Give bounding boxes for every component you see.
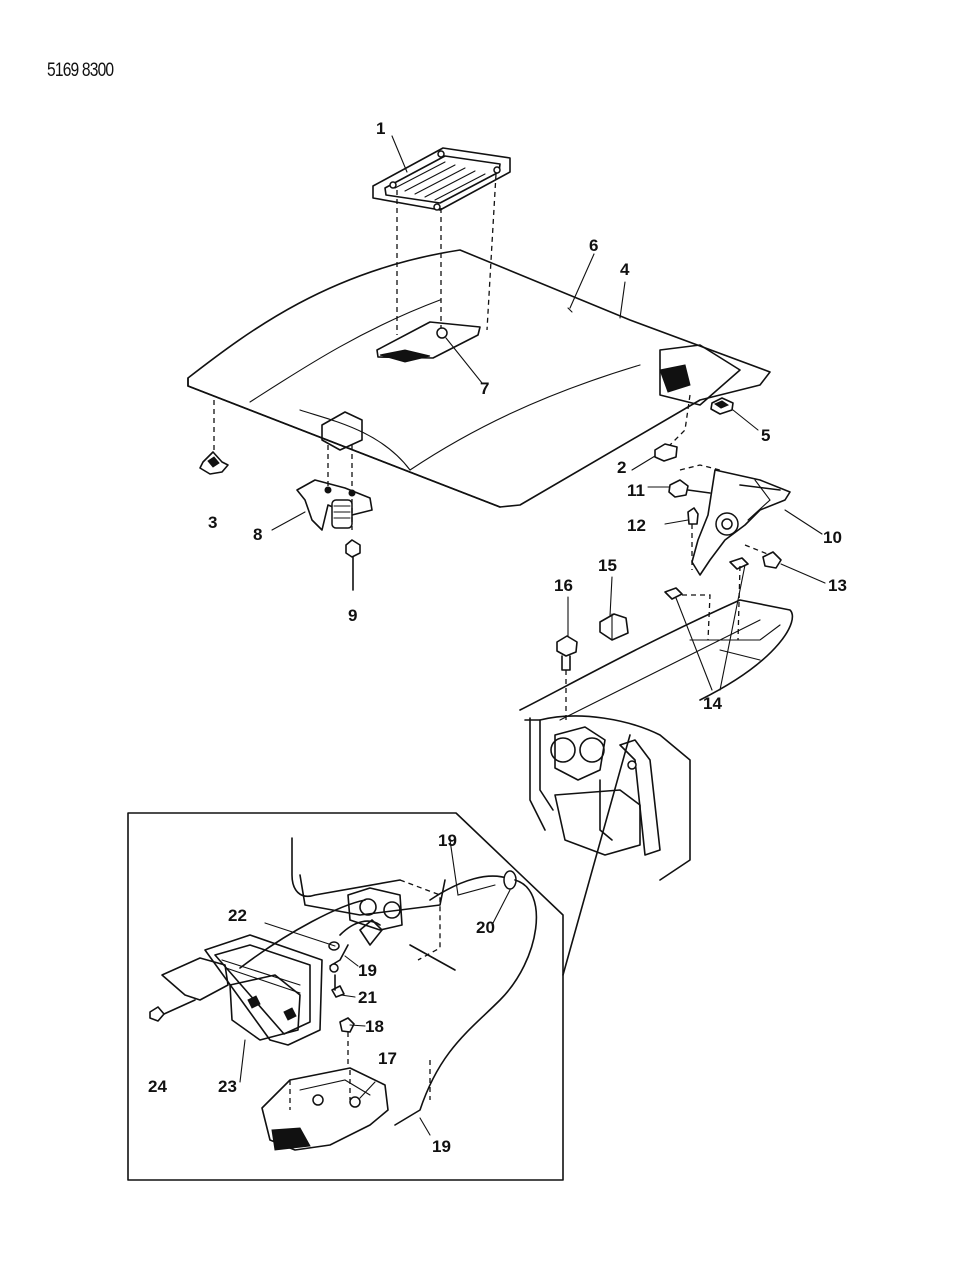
lever-plate: [261, 1067, 389, 1151]
hood-panel: [187, 249, 771, 508]
callout-12: 12: [627, 516, 646, 535]
leader-lines: [239, 135, 826, 1136]
callout-8: 8: [253, 525, 262, 544]
hood-scoop-grille: [372, 147, 511, 211]
fastener: [556, 635, 578, 722]
callout-13: 13: [828, 576, 847, 595]
callout-6: 6: [589, 236, 598, 255]
callout-7: 7: [480, 379, 489, 398]
callout-18: 18: [365, 1017, 384, 1036]
callout-11: 11: [627, 481, 645, 500]
release-screw: [149, 999, 196, 1022]
callout-15: 15: [598, 556, 617, 575]
hood-hinge: [296, 411, 373, 531]
clip: [654, 443, 678, 462]
callout-3: 3: [208, 513, 217, 532]
lever-screw: [339, 1017, 355, 1065]
callout-23: 23: [218, 1077, 237, 1096]
callout-24: 24: [148, 1077, 167, 1096]
callout-16: 16: [554, 576, 573, 595]
insulator: [599, 613, 629, 641]
callout-22: 22: [228, 906, 247, 925]
dash-panel: [291, 837, 456, 971]
callout-17: 17: [378, 1049, 397, 1068]
callout-19-top: 19: [438, 831, 457, 850]
bolt-line: [679, 464, 721, 471]
callout-20: 20: [476, 918, 495, 937]
callout-labels: 1 2 3 4 5 6 7 8 9 10 11 12 13 14 15 16 1…: [148, 119, 847, 1156]
rivet: [331, 974, 345, 998]
cable-end: [339, 920, 381, 936]
spring-clip: [762, 551, 782, 569]
latch-stud: [687, 507, 699, 570]
push-retainer: [199, 451, 229, 475]
cable: [394, 879, 538, 1126]
bumper-pad: [710, 397, 734, 415]
adjusting-bumper: [345, 539, 361, 591]
release-handle: [161, 934, 323, 1046]
callout-19-bottom: 19: [432, 1137, 451, 1156]
stud-line: [486, 173, 497, 331]
cable: [239, 899, 366, 969]
document-id: 5169 8300: [47, 60, 114, 81]
callout-5: 5: [761, 426, 770, 445]
striker-line: [669, 394, 691, 446]
callout-21: 21: [358, 988, 377, 1007]
callout-9: 9: [348, 606, 357, 625]
detail-inset-frame: [127, 812, 564, 1181]
callout-4: 4: [620, 260, 630, 279]
leader-line: [562, 734, 631, 976]
latch-bolt: [668, 479, 711, 498]
hood-latch: [691, 469, 791, 576]
cable-grommet: [329, 919, 383, 973]
callout-2: 2: [617, 458, 626, 477]
callout-10: 10: [823, 528, 842, 547]
clip-line: [744, 544, 771, 556]
callout-19-mid: 19: [358, 961, 377, 980]
radiator-support: [519, 599, 794, 881]
callout-1: 1: [376, 119, 385, 138]
latch-retainer: [664, 557, 749, 641]
callout-14: 14: [703, 694, 722, 713]
